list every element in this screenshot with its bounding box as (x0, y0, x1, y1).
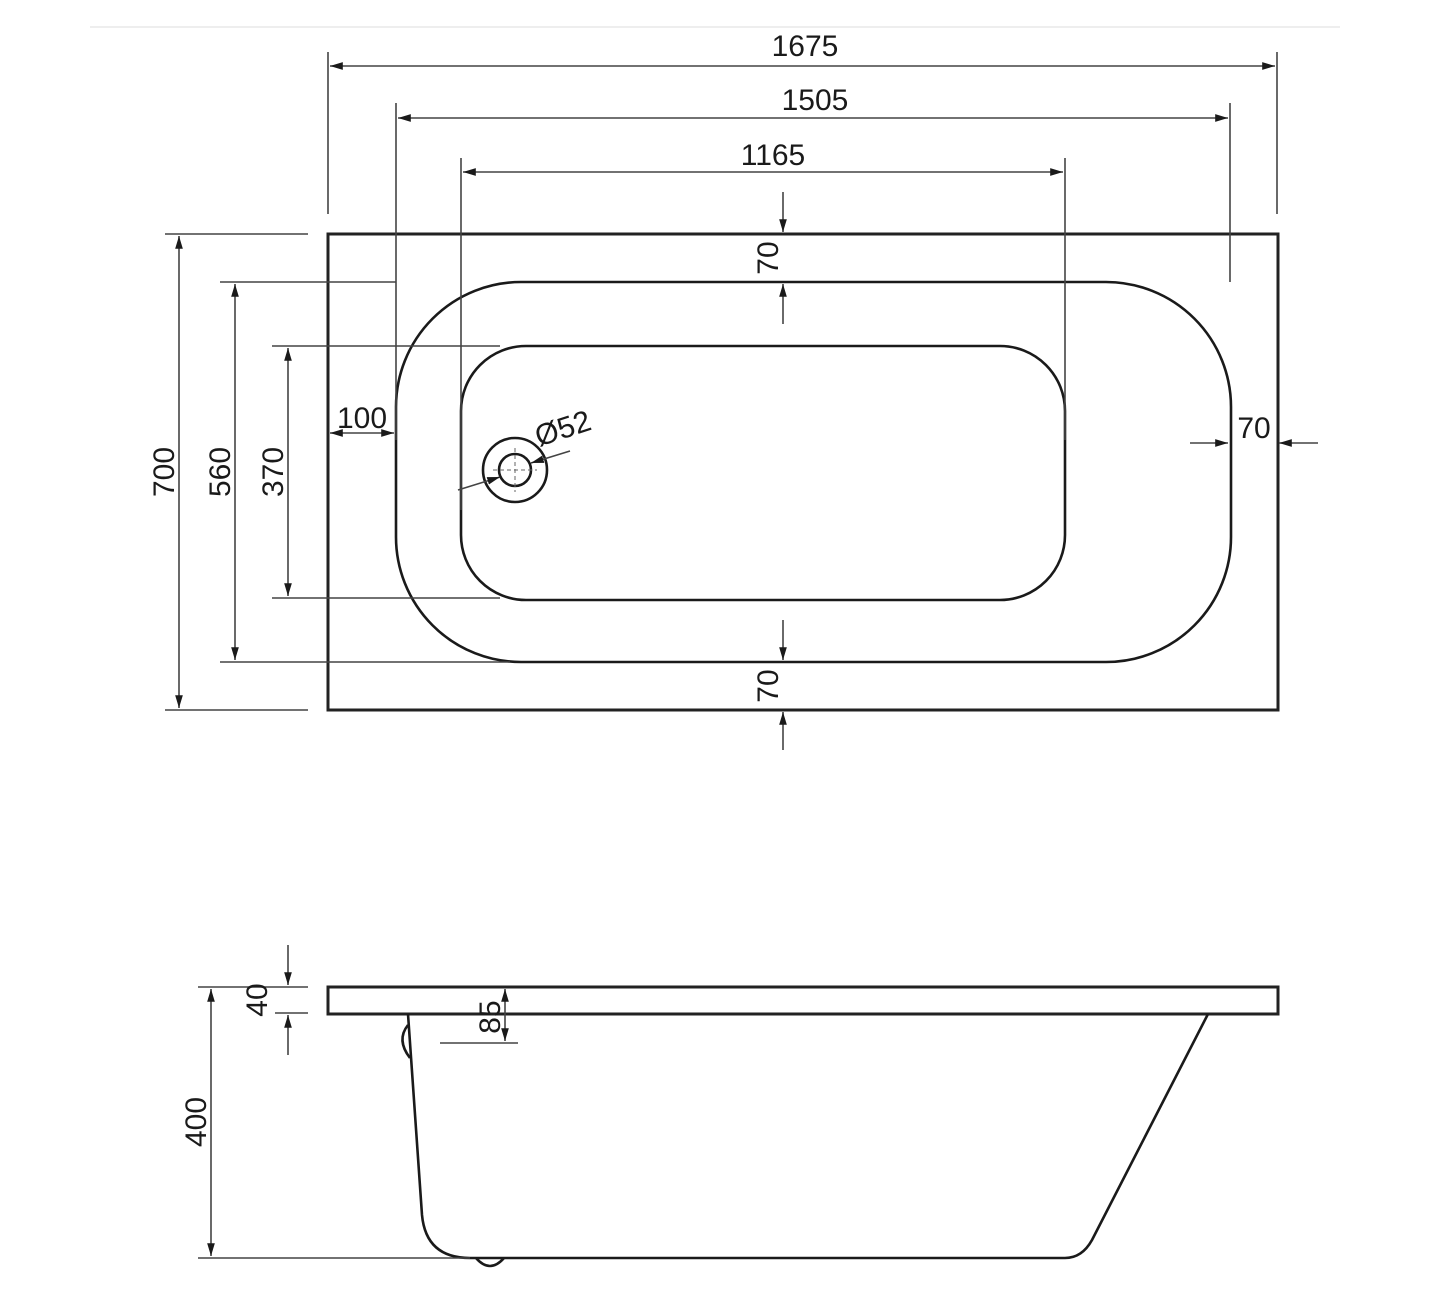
overflow-nub (401, 1024, 412, 1059)
side-rim (326, 985, 1280, 1016)
dim-overall-width: 700 (148, 447, 181, 497)
drain (457, 436, 571, 504)
dim-bowl-outer-width: 560 (204, 447, 237, 497)
tub-outer-rim (326, 232, 1280, 712)
dim-bowl-outer-length: 1505 (782, 84, 849, 117)
dim-rim-top: 70 (752, 241, 785, 274)
dim-overflow-offset: 85 (474, 1000, 507, 1033)
dim-rim-thickness: 40 (241, 983, 274, 1016)
bowl-inner-outline (459, 344, 1067, 602)
dim-overall-length: 1675 (772, 30, 839, 63)
dim-bowl-inner-width: 370 (257, 447, 290, 497)
dim-bowl-inner-length: 1165 (741, 139, 806, 172)
plan-view: 1675 1505 1165 700 560 370 70 70 70 100 (148, 30, 1318, 750)
dim-drain-diameter: Ø52 (531, 405, 595, 454)
dim-rim-left: 100 (337, 402, 387, 435)
bowl-outer-outline (394, 280, 1233, 664)
dim-overall-height: 400 (180, 1097, 213, 1147)
dim-rim-bottom: 70 (752, 669, 785, 702)
side-view: 40 85 400 (180, 945, 1280, 1268)
drain-nub (475, 1257, 505, 1268)
dim-rim-right: 70 (1237, 412, 1270, 445)
side-body-outline (406, 1013, 1210, 1260)
